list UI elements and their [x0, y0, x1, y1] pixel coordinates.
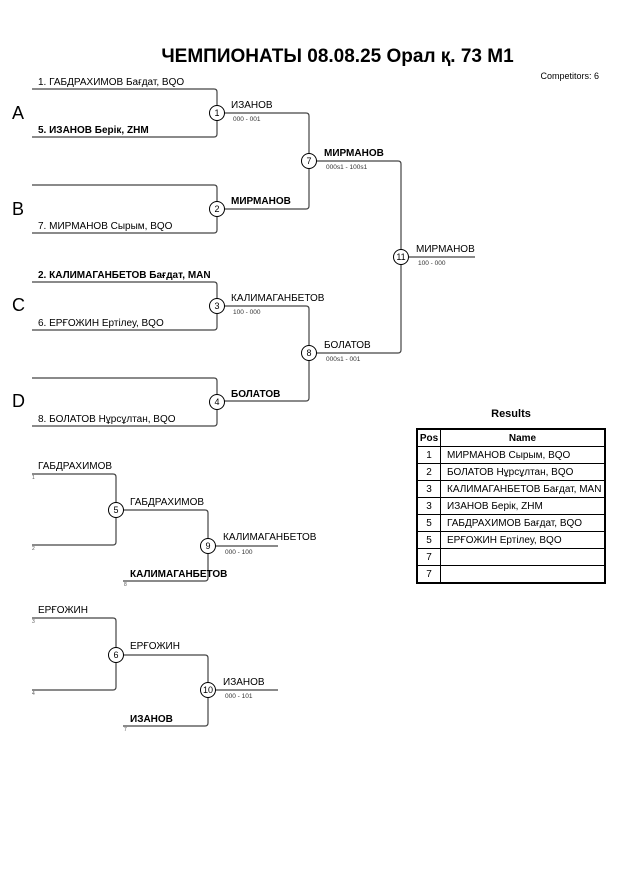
match-9-winner: КАЛИМАГАНБЕТОВ: [223, 532, 317, 543]
result-name: ГАБДРАХИМОВ Бағдат, BQO: [440, 514, 606, 532]
match-1-winner: ИЗАНОВ: [231, 100, 273, 111]
match-circle-7[interactable]: 7: [301, 153, 317, 169]
results-header-pos: Pos: [416, 428, 441, 447]
match-7-score: 000s1 - 100s1: [326, 164, 368, 171]
seed-num: 2: [32, 546, 35, 552]
match-circle-4[interactable]: 4: [209, 394, 225, 410]
match-10-winner: ИЗАНОВ: [223, 677, 265, 688]
match-9-score: 000 - 100: [225, 549, 253, 556]
result-name: ЕРҒОЖИН Ертілеу, BQO: [440, 531, 606, 549]
match-7-winner: МИРМАНОВ: [324, 148, 384, 159]
match-3-winner: КАЛИМАГАНБЕТОВ: [231, 293, 325, 304]
results-header-name: Name: [440, 428, 606, 447]
seed-num: 8: [124, 582, 127, 588]
result-name: [440, 565, 606, 584]
entry-1[interactable]: 1. ГАБДРАХИМОВ Бағдат, BQO: [38, 77, 185, 88]
match-circle-9[interactable]: 9: [200, 538, 216, 554]
result-pos: 5: [416, 514, 441, 532]
entry-6[interactable]: 6. ЕРҒОЖИН Ертілеу, BQO: [38, 318, 164, 329]
match-circle-5[interactable]: 5: [108, 502, 124, 518]
entry-4[interactable]: 7. МИРМАНОВ Сырым, BQO: [38, 221, 173, 232]
page-title: ЧЕМПИОНАТЫ 08.08.25 Орал қ. 73 М1: [161, 46, 514, 67]
match-1-score: 000 - 001: [233, 116, 261, 123]
match-circle-3[interactable]: 3: [209, 298, 225, 314]
seed-num: 7: [124, 727, 127, 733]
entry-2[interactable]: 5. ИЗАНОВ Берік, ZHM: [38, 125, 149, 136]
match-11-winner: МИРМАНОВ: [416, 244, 475, 255]
pool-label-a: A: [12, 103, 25, 123]
match-6-winner: ЕРҒОЖИН: [130, 641, 180, 652]
match-2-winner: МИРМАНОВ: [231, 196, 291, 207]
match-circle-6[interactable]: 6: [108, 647, 124, 663]
entry-8[interactable]: 8. БОЛАТОВ Нұрсұлтан, BQO: [38, 414, 176, 425]
match-circle-2[interactable]: 2: [209, 201, 225, 217]
repechage-entry-top-1[interactable]: ГАБДРАХИМОВ: [38, 461, 113, 472]
table-row: 7: [416, 565, 606, 584]
match-circle-10[interactable]: 10: [200, 682, 216, 698]
match-4-winner: БОЛАТОВ: [231, 389, 281, 400]
result-name: [440, 548, 606, 566]
line-m6: [32, 617, 117, 691]
line-m7-out: [316, 160, 402, 354]
match-8-winner: БОЛАТОВ: [324, 340, 371, 351]
result-name: МИРМАНОВ Сырым, BQO: [440, 446, 606, 464]
repechage-entry-top-3[interactable]: КАЛИМАГАНБЕТОВ: [130, 569, 228, 580]
seed-num: 3: [32, 619, 35, 625]
line-m3-out: [224, 305, 310, 402]
result-pos: 5: [416, 531, 441, 549]
result-name: ИЗАНОВ Берік, ZHM: [440, 497, 606, 515]
match-10-score: 000 - 101: [225, 693, 253, 700]
repechage-entry-bottom-3[interactable]: ИЗАНОВ: [130, 714, 173, 725]
match-circle-1[interactable]: 1: [209, 105, 225, 121]
match-5-winner: ГАБДРАХИМОВ: [130, 497, 205, 508]
line-m1-out: [224, 112, 310, 210]
repechage-entry-bottom-1[interactable]: ЕРҒОЖИН: [38, 605, 88, 616]
pool-label-c: C: [12, 295, 25, 315]
match-8-score: 000s1 - 001: [326, 356, 361, 363]
seed-num: 4: [32, 691, 35, 697]
result-name: БОЛАТОВ Нұрсұлтан, BQO: [440, 463, 606, 481]
match-circle-11[interactable]: 11: [393, 249, 409, 265]
pool-label-b: B: [12, 199, 25, 219]
match-circle-8[interactable]: 8: [301, 345, 317, 361]
match-11-score: 100 - 000: [418, 260, 446, 267]
result-pos: 7: [416, 565, 441, 584]
results-title: Results: [491, 408, 531, 420]
result-pos: 3: [416, 480, 441, 498]
competitors-count: Competitors: 6: [540, 71, 599, 81]
result-pos: 3: [416, 497, 441, 515]
entry-5[interactable]: 2. КАЛИМАГАНБЕТОВ Бағдат, MAN: [38, 270, 211, 281]
results-header-row: Pos Name: [416, 428, 606, 447]
table-row: 7: [416, 548, 606, 566]
pool-label-d: D: [12, 391, 25, 411]
line-m5: [32, 473, 117, 546]
result-name: КАЛИМАГАНБЕТОВ Бағдат, MAN: [440, 480, 606, 498]
seed-num: 1: [32, 475, 35, 481]
result-pos: 1: [416, 446, 441, 464]
match-3-score: 100 - 000: [233, 309, 261, 316]
result-pos: 7: [416, 548, 441, 566]
result-pos: 2: [416, 463, 441, 481]
